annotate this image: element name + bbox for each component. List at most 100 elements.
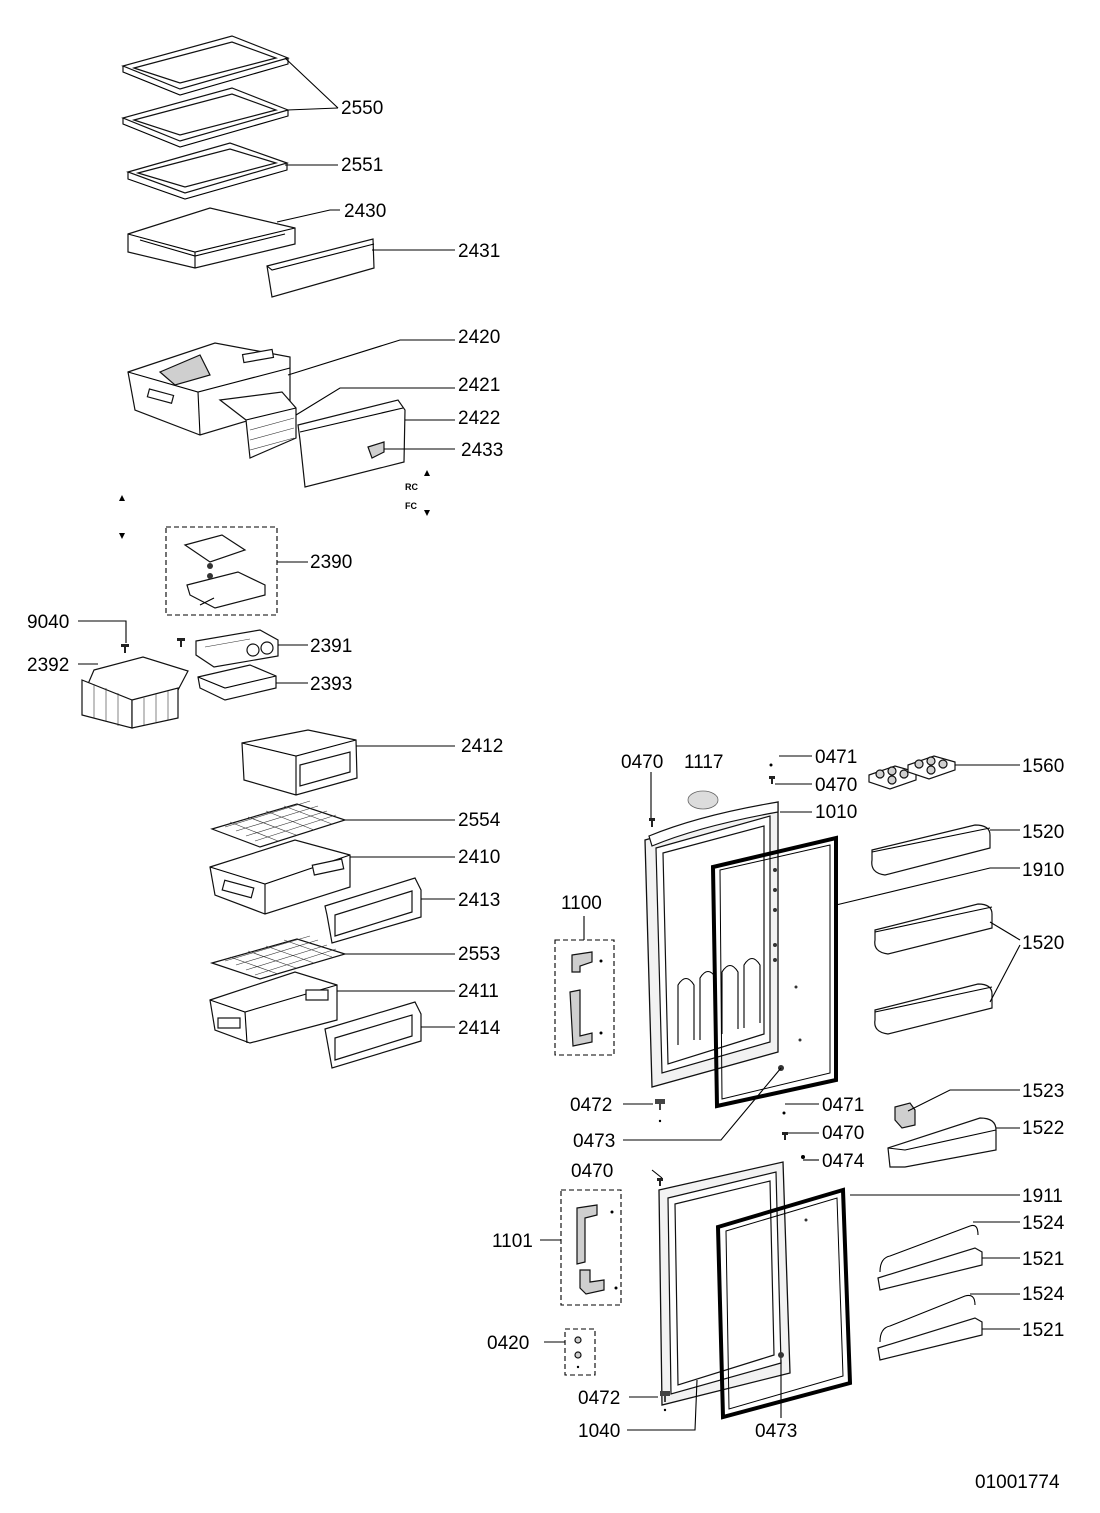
label-2393: 2393 [310,674,352,695]
label-1524-lower: 1524 [1022,1284,1065,1305]
label-2430: 2430 [344,201,386,222]
label-0470-mid: 0470 [822,1123,864,1144]
label-0470-hinge: 0470 [815,775,857,796]
door-gasket-lower [715,1187,853,1420]
rc-label: RC [405,482,418,492]
ice-bucket-frame [81,656,189,729]
label-1010: 1010 [815,802,857,823]
glass-shelf-top [121,35,290,96]
label-2410: 2410 [458,847,500,868]
leader-lines-left [78,57,455,1028]
screw-icon [657,1178,663,1186]
screw-cap-icon [769,763,773,767]
label-1100: 1100 [561,893,602,914]
label-2433: 2433 [461,440,503,461]
label-1040: 1040 [578,1421,620,1442]
label-2392: 2392 [27,655,69,676]
egg-tray [868,755,956,790]
label-0472-lower: 0472 [578,1388,620,1409]
label-1523: 1523 [1022,1081,1064,1102]
freezer-door-lower [658,1161,791,1406]
freezer-drawer-2410 [209,839,351,915]
arrow-down-icon [119,533,125,539]
drawer-front-2413 [324,877,422,944]
label-0472-upper: 0472 [570,1095,612,1116]
bottle-shelf [887,1117,997,1168]
screw-icon [649,818,655,827]
freezer-drawer-2412 [241,729,358,796]
drawing-number: 01001774 [975,1472,1060,1493]
freezer-drawer-2411 [209,971,338,1044]
label-0474: 0474 [822,1151,865,1172]
ice-tray [195,629,279,668]
label-2390: 2390 [310,552,352,573]
label-1117: 1117 [684,752,723,773]
crisper-cover [266,238,375,298]
wire-shelf-lower [209,935,348,980]
screw-icon [177,638,185,647]
label-2391: 2391 [310,636,352,657]
label-0473-lower: 0473 [755,1421,797,1442]
label-2413: 2413 [458,890,500,911]
door-bin-1520-mid [874,903,993,955]
arrow-up-icon [119,495,125,501]
door-shelf-1521-lower [877,1294,983,1361]
screw-icon [121,644,129,653]
leader-lines-right [540,755,1021,1431]
ice-box [197,664,277,701]
label-1522: 1522 [1022,1118,1064,1139]
label-2553: 2553 [458,944,500,965]
glass-shelf-middle [121,87,290,148]
label-2421: 2421 [458,375,500,396]
screw-icon [769,776,775,784]
hinge-pin-icon [655,1099,665,1123]
label-2550: 2550 [341,98,383,119]
label-0420: 0420 [487,1333,529,1354]
hinge-kit [564,1328,596,1376]
glass-shelf-lower [126,142,289,200]
label-2554: 2554 [458,810,501,831]
label-1521-upper: 1521 [1022,1249,1064,1270]
fridge-door-upper [644,801,779,1088]
arrow-down-icon [424,510,430,516]
arrow-up-icon [424,470,430,476]
label-1520-top: 1520 [1022,822,1064,843]
label-2420: 2420 [458,327,500,348]
label-2411: 2411 [458,981,499,1002]
fc-label: FC [405,501,417,511]
label-1911: 1911 [1022,1186,1063,1207]
label-1560: 1560 [1022,756,1064,777]
label-1520-pair: 1520 [1022,933,1064,954]
door-shelf-1521-upper [877,1224,983,1291]
door-gasket-upper [710,835,838,1109]
part-number-labels: 2550 2551 2430 2431 2420 2421 2422 2433 … [27,98,1065,1442]
door-bin-1520-low [874,983,993,1035]
bottle-clip [894,1102,916,1129]
door-bin-1520-top [871,824,991,876]
label-0470-top: 0470 [621,752,663,773]
label-9040: 9040 [27,612,69,633]
label-0473-upper: 0473 [573,1131,615,1152]
screw-icon [782,1132,788,1140]
label-2431: 2431 [458,241,500,262]
flap-2422 [297,399,406,488]
logo-badge [687,790,719,810]
label-2551: 2551 [341,155,383,176]
label-0471-mid: 0471 [822,1095,864,1116]
label-0470-lower: 0470 [571,1161,613,1182]
label-1910: 1910 [1022,860,1064,881]
ice-maker-assembly [165,526,278,616]
crisper-tray [127,207,296,269]
label-2412: 2412 [461,736,503,757]
drawer-small-2421 [218,391,297,459]
hinge-pin-icon [660,1391,670,1412]
wire-shelf-upper [210,800,347,848]
label-2414: 2414 [458,1018,501,1039]
label-1101: 1101 [492,1231,533,1252]
label-1524-upper: 1524 [1022,1213,1065,1234]
handle-kit-upper [554,939,615,1056]
label-0471-top: 0471 [815,747,857,768]
drawer-front-2414 [324,1001,422,1069]
label-2422: 2422 [458,408,500,429]
